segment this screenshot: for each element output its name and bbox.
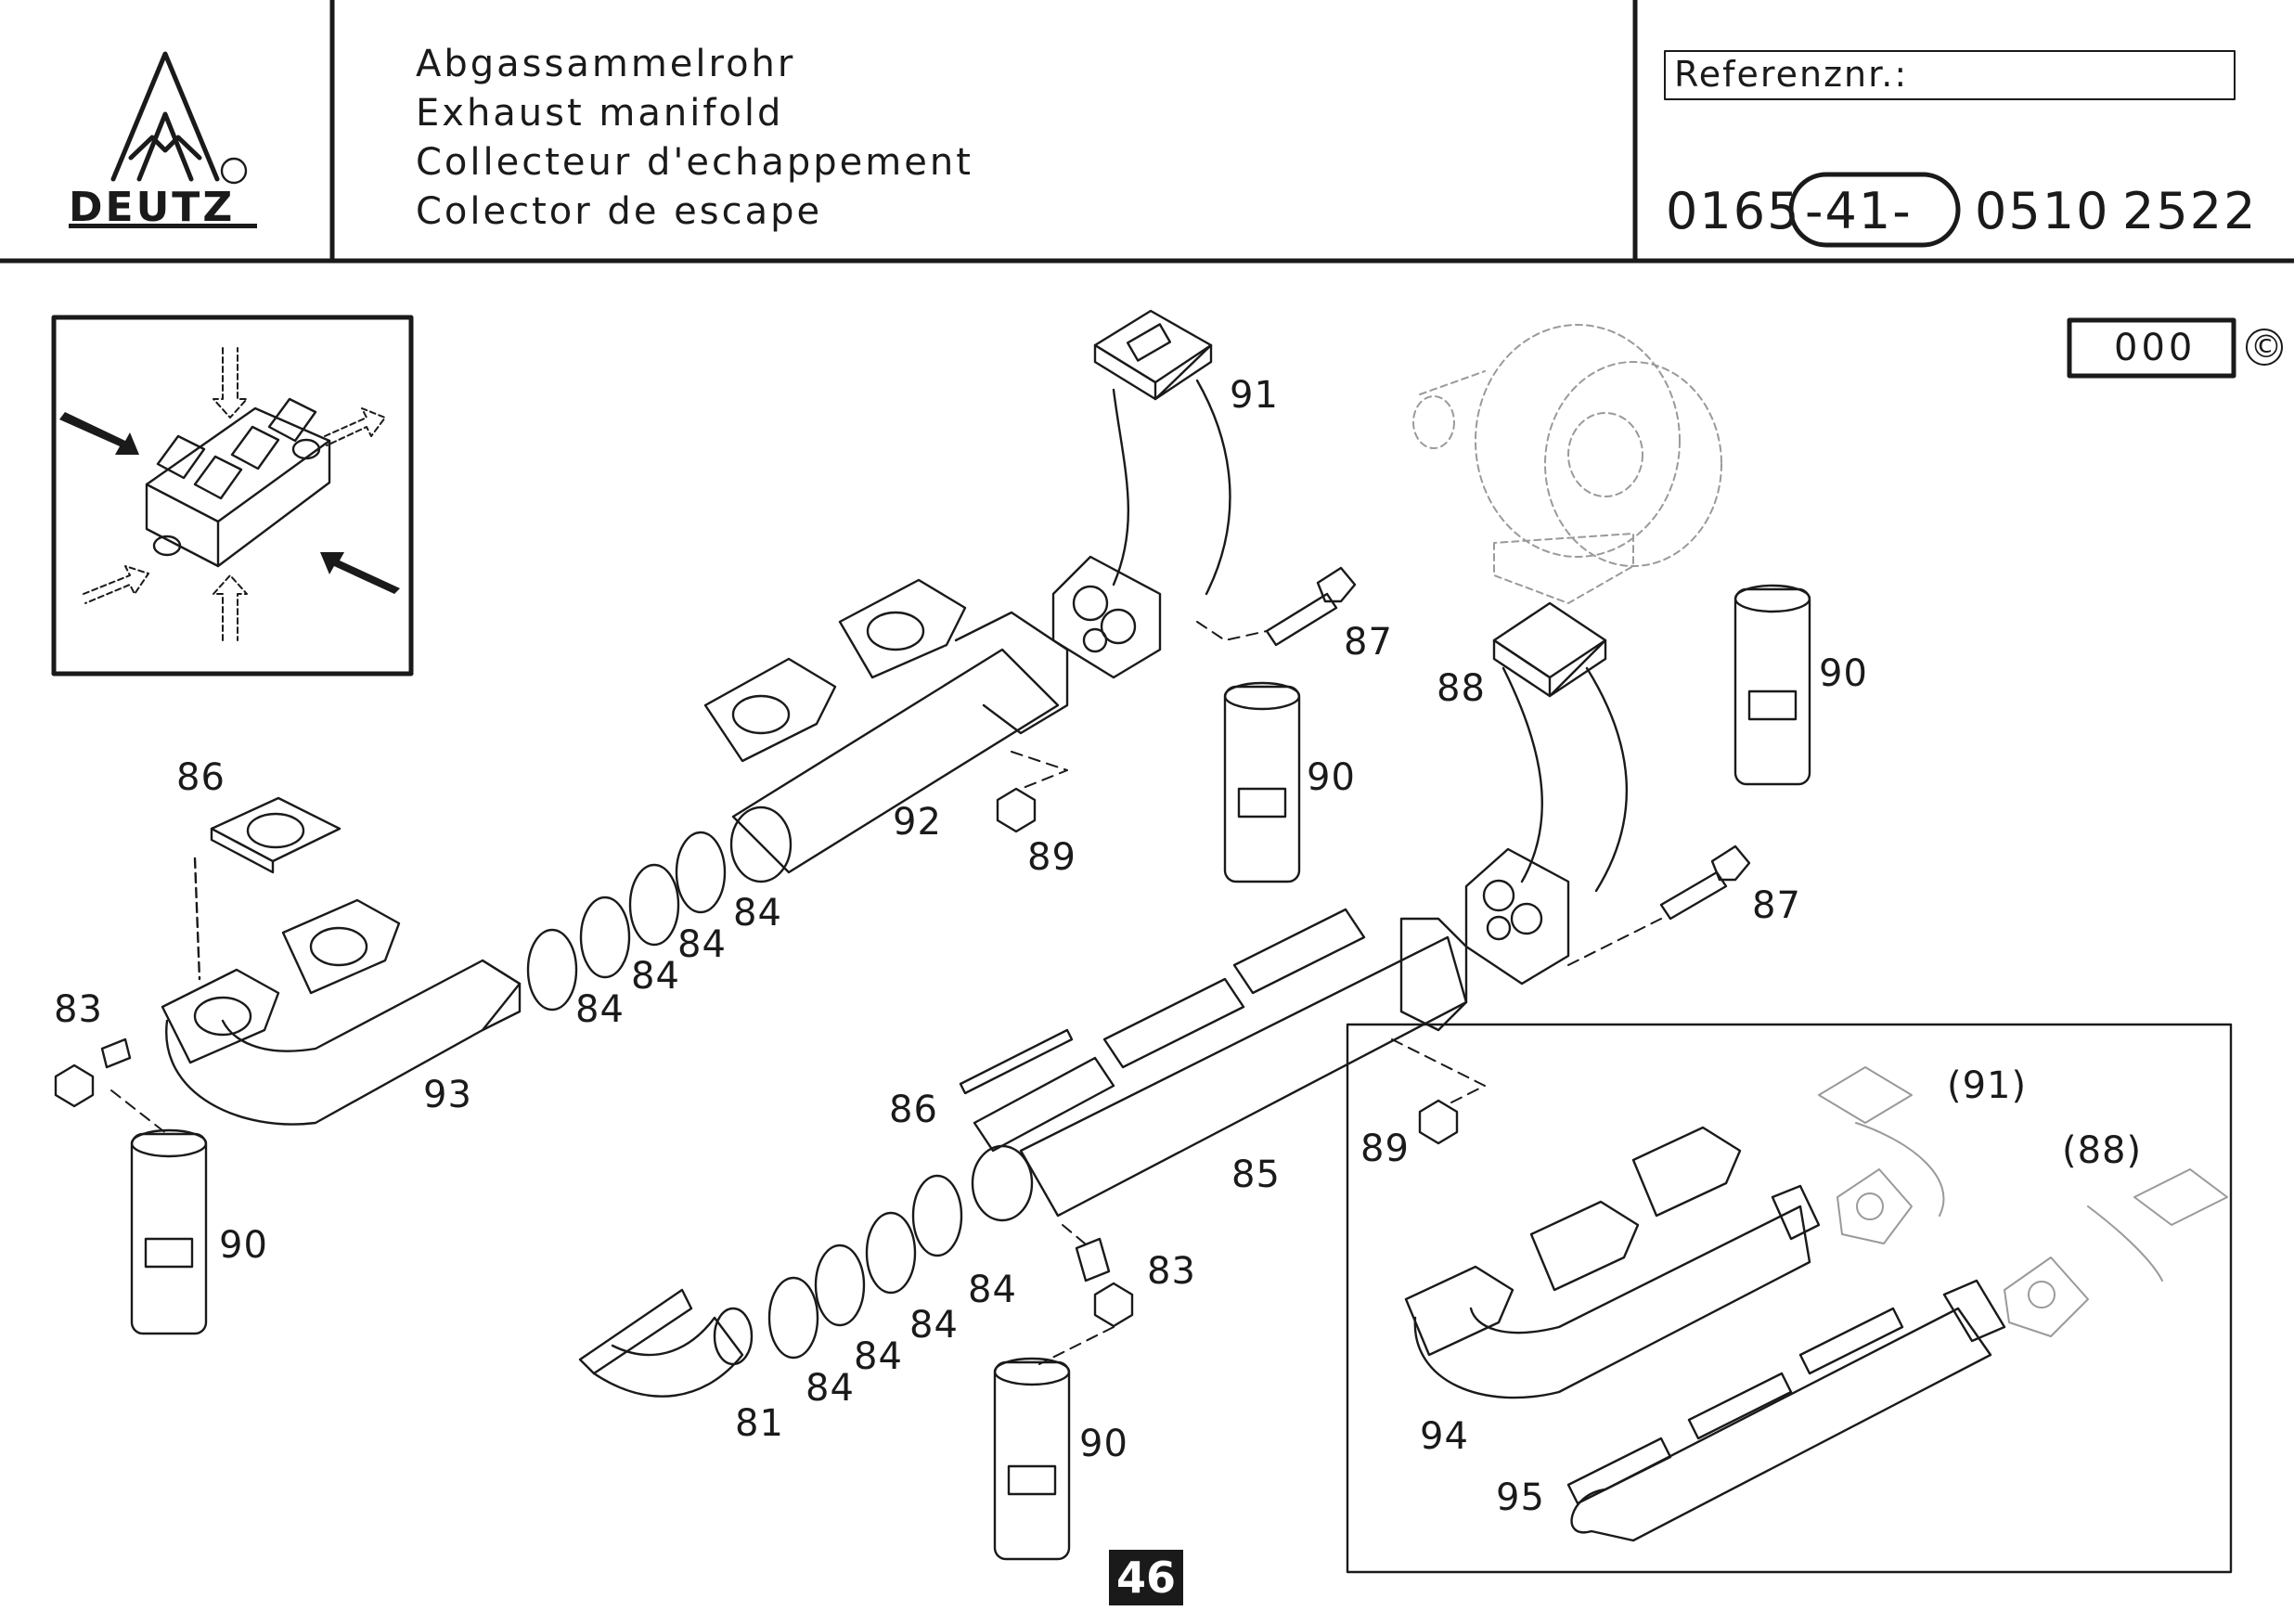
part-label-86-upper: 86 bbox=[176, 756, 226, 799]
logo-underline bbox=[69, 224, 257, 228]
part-84-rings-lower bbox=[767, 1174, 963, 1360]
part-label-84-a: 84 bbox=[733, 892, 782, 934]
part-label-90-right: 90 bbox=[1819, 652, 1868, 695]
part-label-88-variant: (88) bbox=[2062, 1129, 2143, 1172]
part-93-manifold bbox=[161, 898, 522, 1126]
copyright-circle bbox=[2246, 329, 2283, 366]
deutz-logo-icon bbox=[110, 51, 248, 185]
part-83-fitting-lower bbox=[1075, 1237, 1134, 1328]
title-spanish: Colector de escape bbox=[416, 190, 823, 233]
page-number: 46 bbox=[1115, 1553, 1176, 1603]
part-label-84-f: 84 bbox=[909, 1304, 959, 1347]
part-label-81: 81 bbox=[735, 1402, 784, 1445]
reference-field-box bbox=[1664, 50, 2236, 100]
part-label-90-center: 90 bbox=[1307, 756, 1356, 799]
part-label-95: 95 bbox=[1496, 1476, 1545, 1519]
logo-text: DEUTZ bbox=[69, 184, 236, 231]
variant-inset-frame bbox=[1346, 1023, 2233, 1574]
part-86-gasket bbox=[193, 796, 342, 981]
part-label-94: 94 bbox=[1420, 1415, 1469, 1458]
part-87-bolt-lower bbox=[1659, 844, 1751, 921]
variant-elbows-ghost bbox=[1818, 1066, 2228, 1337]
part-label-84-g: 84 bbox=[854, 1335, 903, 1378]
part-label-84-c: 84 bbox=[631, 955, 680, 998]
orientation-engine-block bbox=[145, 397, 331, 568]
title-french: Collecteur d'echappement bbox=[416, 141, 973, 184]
part-84-rings-upper bbox=[526, 831, 727, 1012]
part-label-87-upper: 87 bbox=[1344, 621, 1393, 664]
part-label-91: 91 bbox=[1230, 374, 1279, 417]
part-95-manifold bbox=[1566, 1279, 2006, 1542]
reference-label: Referenznr.: bbox=[1674, 54, 1909, 95]
part-label-84-h: 84 bbox=[805, 1367, 855, 1410]
part-90-can-3 bbox=[130, 1128, 208, 1335]
part-label-84-e: 84 bbox=[968, 1269, 1017, 1311]
part-label-89-lower: 89 bbox=[1360, 1128, 1410, 1170]
reference-part4: 2522 bbox=[2122, 182, 2258, 240]
part-89-nut-upper bbox=[996, 787, 1037, 833]
page-number-badge: 46 bbox=[1109, 1550, 1183, 1605]
part-label-83-lower: 83 bbox=[1147, 1250, 1196, 1293]
part-label-93: 93 bbox=[423, 1074, 472, 1116]
part-90-can-1 bbox=[1223, 681, 1301, 883]
turbocharger-ghost bbox=[1412, 324, 1722, 604]
orientation-arrows-dashed bbox=[83, 347, 386, 641]
version-number: 000 bbox=[2114, 327, 2197, 369]
part-92-manifold bbox=[703, 578, 1069, 883]
part-label-88: 88 bbox=[1437, 667, 1486, 710]
reference-part1: 0165 bbox=[1666, 182, 1801, 240]
part-90-can-4 bbox=[993, 1357, 1071, 1561]
part-label-91-variant: (91) bbox=[1947, 1064, 2028, 1107]
part-86-gasket-strip bbox=[959, 1028, 1074, 1095]
part-label-90-left: 90 bbox=[219, 1224, 268, 1267]
part-94-manifold bbox=[1404, 1126, 1821, 1399]
part-85-manifold bbox=[971, 908, 1468, 1222]
reference-highlight-oval bbox=[1788, 172, 1961, 248]
title-german: Abgassammelrohr bbox=[416, 43, 796, 85]
part-label-87-lower: 87 bbox=[1752, 884, 1801, 927]
part-label-85: 85 bbox=[1231, 1154, 1281, 1196]
part-81-elbow bbox=[578, 1288, 754, 1398]
part-label-83-left: 83 bbox=[54, 988, 103, 1031]
reference-part2: -41- bbox=[1805, 182, 1913, 240]
assembly-dashed-lines bbox=[110, 621, 1662, 1365]
orientation-arrows-solid bbox=[59, 412, 400, 594]
orientation-inset-frame bbox=[51, 315, 414, 677]
part-87-bolt-upper bbox=[1265, 566, 1357, 647]
reference-part3: 0510 bbox=[1975, 182, 2110, 240]
part-label-90-bottom: 90 bbox=[1079, 1423, 1128, 1465]
version-box bbox=[2067, 317, 2236, 379]
part-label-89-upper: 89 bbox=[1027, 836, 1076, 879]
part-90-can-2 bbox=[1733, 584, 1811, 786]
part-label-92: 92 bbox=[893, 801, 942, 844]
part-label-84-b: 84 bbox=[677, 923, 727, 966]
copyright-symbol: © bbox=[2250, 329, 2282, 366]
part-83-fitting-left bbox=[54, 1038, 132, 1108]
part-label-84-d: 84 bbox=[575, 988, 625, 1031]
title-english: Exhaust manifold bbox=[416, 92, 784, 135]
part-label-86-lower: 86 bbox=[889, 1089, 938, 1131]
part-89-nut-lower bbox=[1418, 1099, 1459, 1145]
part-88-elbow bbox=[1464, 601, 1629, 986]
part-91-elbow bbox=[1051, 309, 1231, 679]
